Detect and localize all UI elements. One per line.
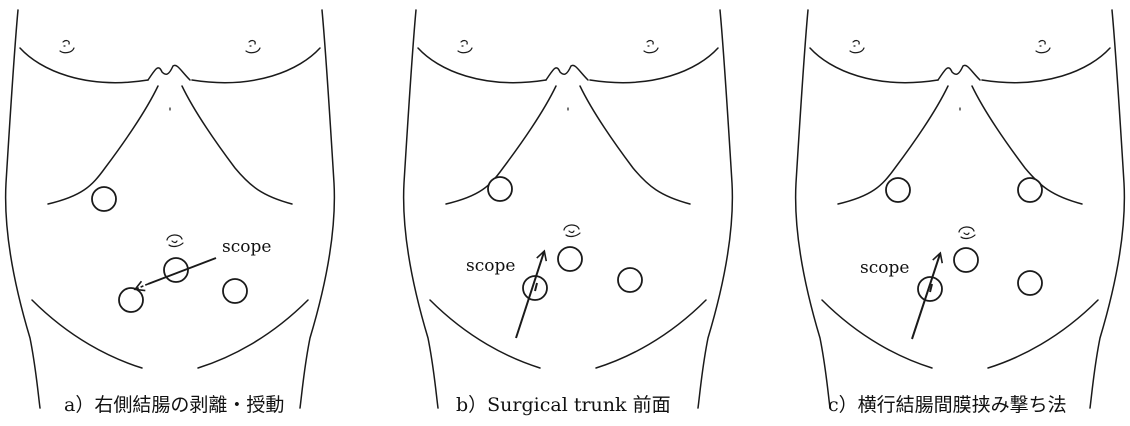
caption-a: a）右側結腸の剥離・授動	[64, 390, 284, 417]
scope-label: scope	[222, 237, 271, 257]
scope-label: scope	[860, 258, 909, 278]
port-circle	[558, 247, 582, 271]
torso-outline	[796, 10, 1125, 408]
port-circle	[119, 288, 143, 312]
navel-icon	[167, 235, 183, 247]
torso-outline	[404, 10, 733, 408]
scope-arrow-head	[136, 284, 148, 289]
caption-c: c）横行結腸間膜挟み撃ち法	[828, 390, 1067, 417]
port-circle	[618, 268, 642, 292]
port-circle	[886, 178, 910, 202]
port-circle	[488, 177, 512, 201]
scope-label: scope	[466, 256, 515, 276]
panel-b: scope	[404, 10, 733, 408]
port-circle	[223, 279, 247, 303]
torso-outline	[6, 10, 335, 408]
panel-c: scope	[796, 10, 1125, 408]
panel-a: scope	[6, 10, 335, 408]
port-circle	[1018, 271, 1042, 295]
port-circle	[92, 187, 116, 211]
port-circle	[1018, 178, 1042, 202]
navel-icon	[959, 227, 975, 239]
port-circle	[954, 248, 978, 272]
navel-icon	[564, 225, 580, 237]
caption-b: b）Surgical trunk 前面	[456, 390, 671, 417]
